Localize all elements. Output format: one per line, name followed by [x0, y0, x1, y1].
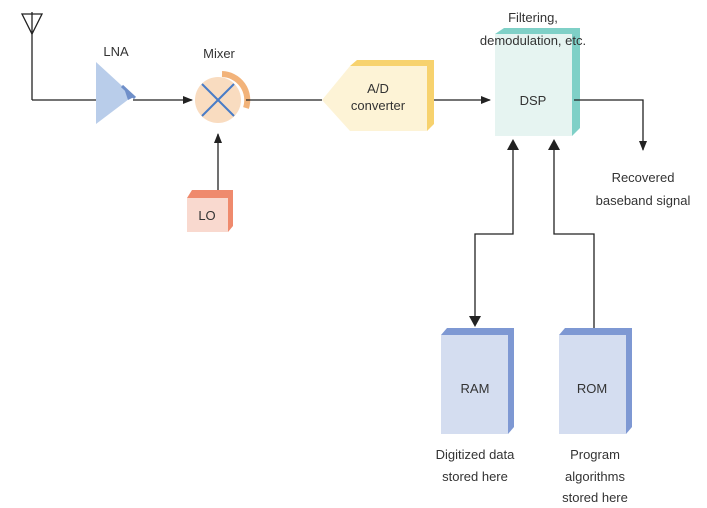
- mixer-label: Mixer: [203, 46, 235, 61]
- adc-label-line2: converter: [351, 98, 406, 113]
- mixer-symbol: [195, 71, 251, 123]
- lo-block: [187, 190, 233, 232]
- adc-label-line1: A/D: [367, 81, 389, 96]
- recovered-label-line1: Recovered: [612, 170, 675, 185]
- filtering-label-line1: Filtering,: [508, 10, 558, 25]
- dsp-block: [495, 28, 580, 136]
- lna-label: LNA: [103, 44, 129, 59]
- antenna-icon: [20, 12, 96, 101]
- rom-label: ROM: [577, 381, 607, 396]
- ram-note-line1: Digitized data: [436, 447, 516, 462]
- dsp-label: DSP: [520, 93, 547, 108]
- lna-amplifier: [96, 62, 137, 124]
- rom-block: [559, 328, 632, 434]
- rom-note-line2: algorithms: [565, 469, 625, 484]
- ram-block: [441, 328, 514, 434]
- rom-note-line3: stored here: [562, 490, 628, 505]
- adc-block: [322, 60, 434, 131]
- dsp-ram-bus: [469, 139, 519, 327]
- filtering-label-line2: demodulation, etc.: [480, 33, 586, 48]
- rom-note-line1: Program: [570, 447, 620, 462]
- rom-to-dsp-bus: [548, 139, 595, 328]
- ram-label: RAM: [461, 381, 490, 396]
- dsp-output-arrow: [574, 99, 647, 151]
- recovered-label-line2: baseband signal: [596, 193, 691, 208]
- lo-label: LO: [198, 208, 215, 223]
- ram-note-line2: stored here: [442, 469, 508, 484]
